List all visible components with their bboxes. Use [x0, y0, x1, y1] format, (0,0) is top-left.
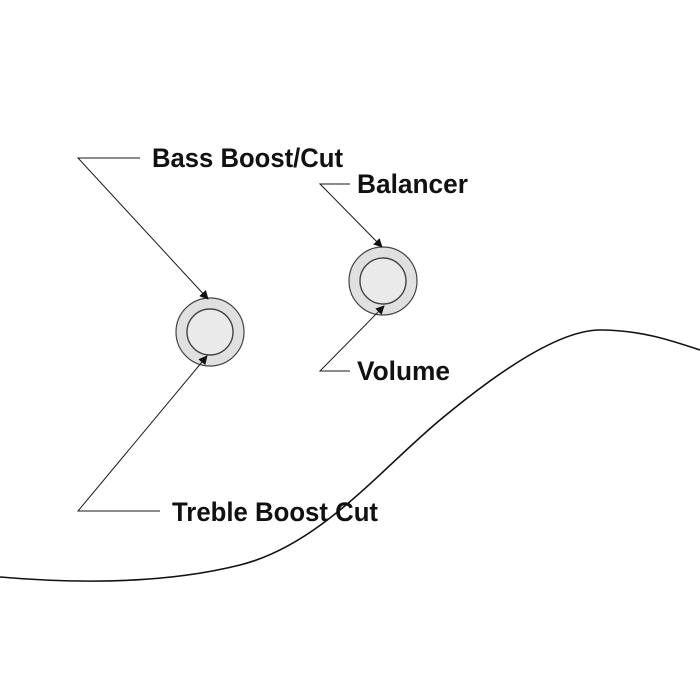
- bass-boost-cut-label: Bass Boost/Cut: [152, 143, 343, 173]
- treble-boost-cut-label: Treble Boost Cut: [172, 497, 378, 527]
- volume-label: Volume: [357, 356, 450, 386]
- balancer-volume-knob[interactable]: [348, 246, 418, 316]
- balancer-volume-knob-inner: [359, 257, 407, 305]
- instrument-body-outline: [0, 329, 700, 582]
- balancer-leader-line: [318, 183, 383, 248]
- bass-treble-knob[interactable]: [175, 297, 245, 367]
- bass-leader-line: [76, 157, 209, 300]
- treble-leader-line: [76, 355, 208, 512]
- volume-leader-line: [318, 305, 385, 372]
- bass-treble-knob-inner: [186, 308, 234, 356]
- balancer-label: Balancer: [357, 169, 468, 199]
